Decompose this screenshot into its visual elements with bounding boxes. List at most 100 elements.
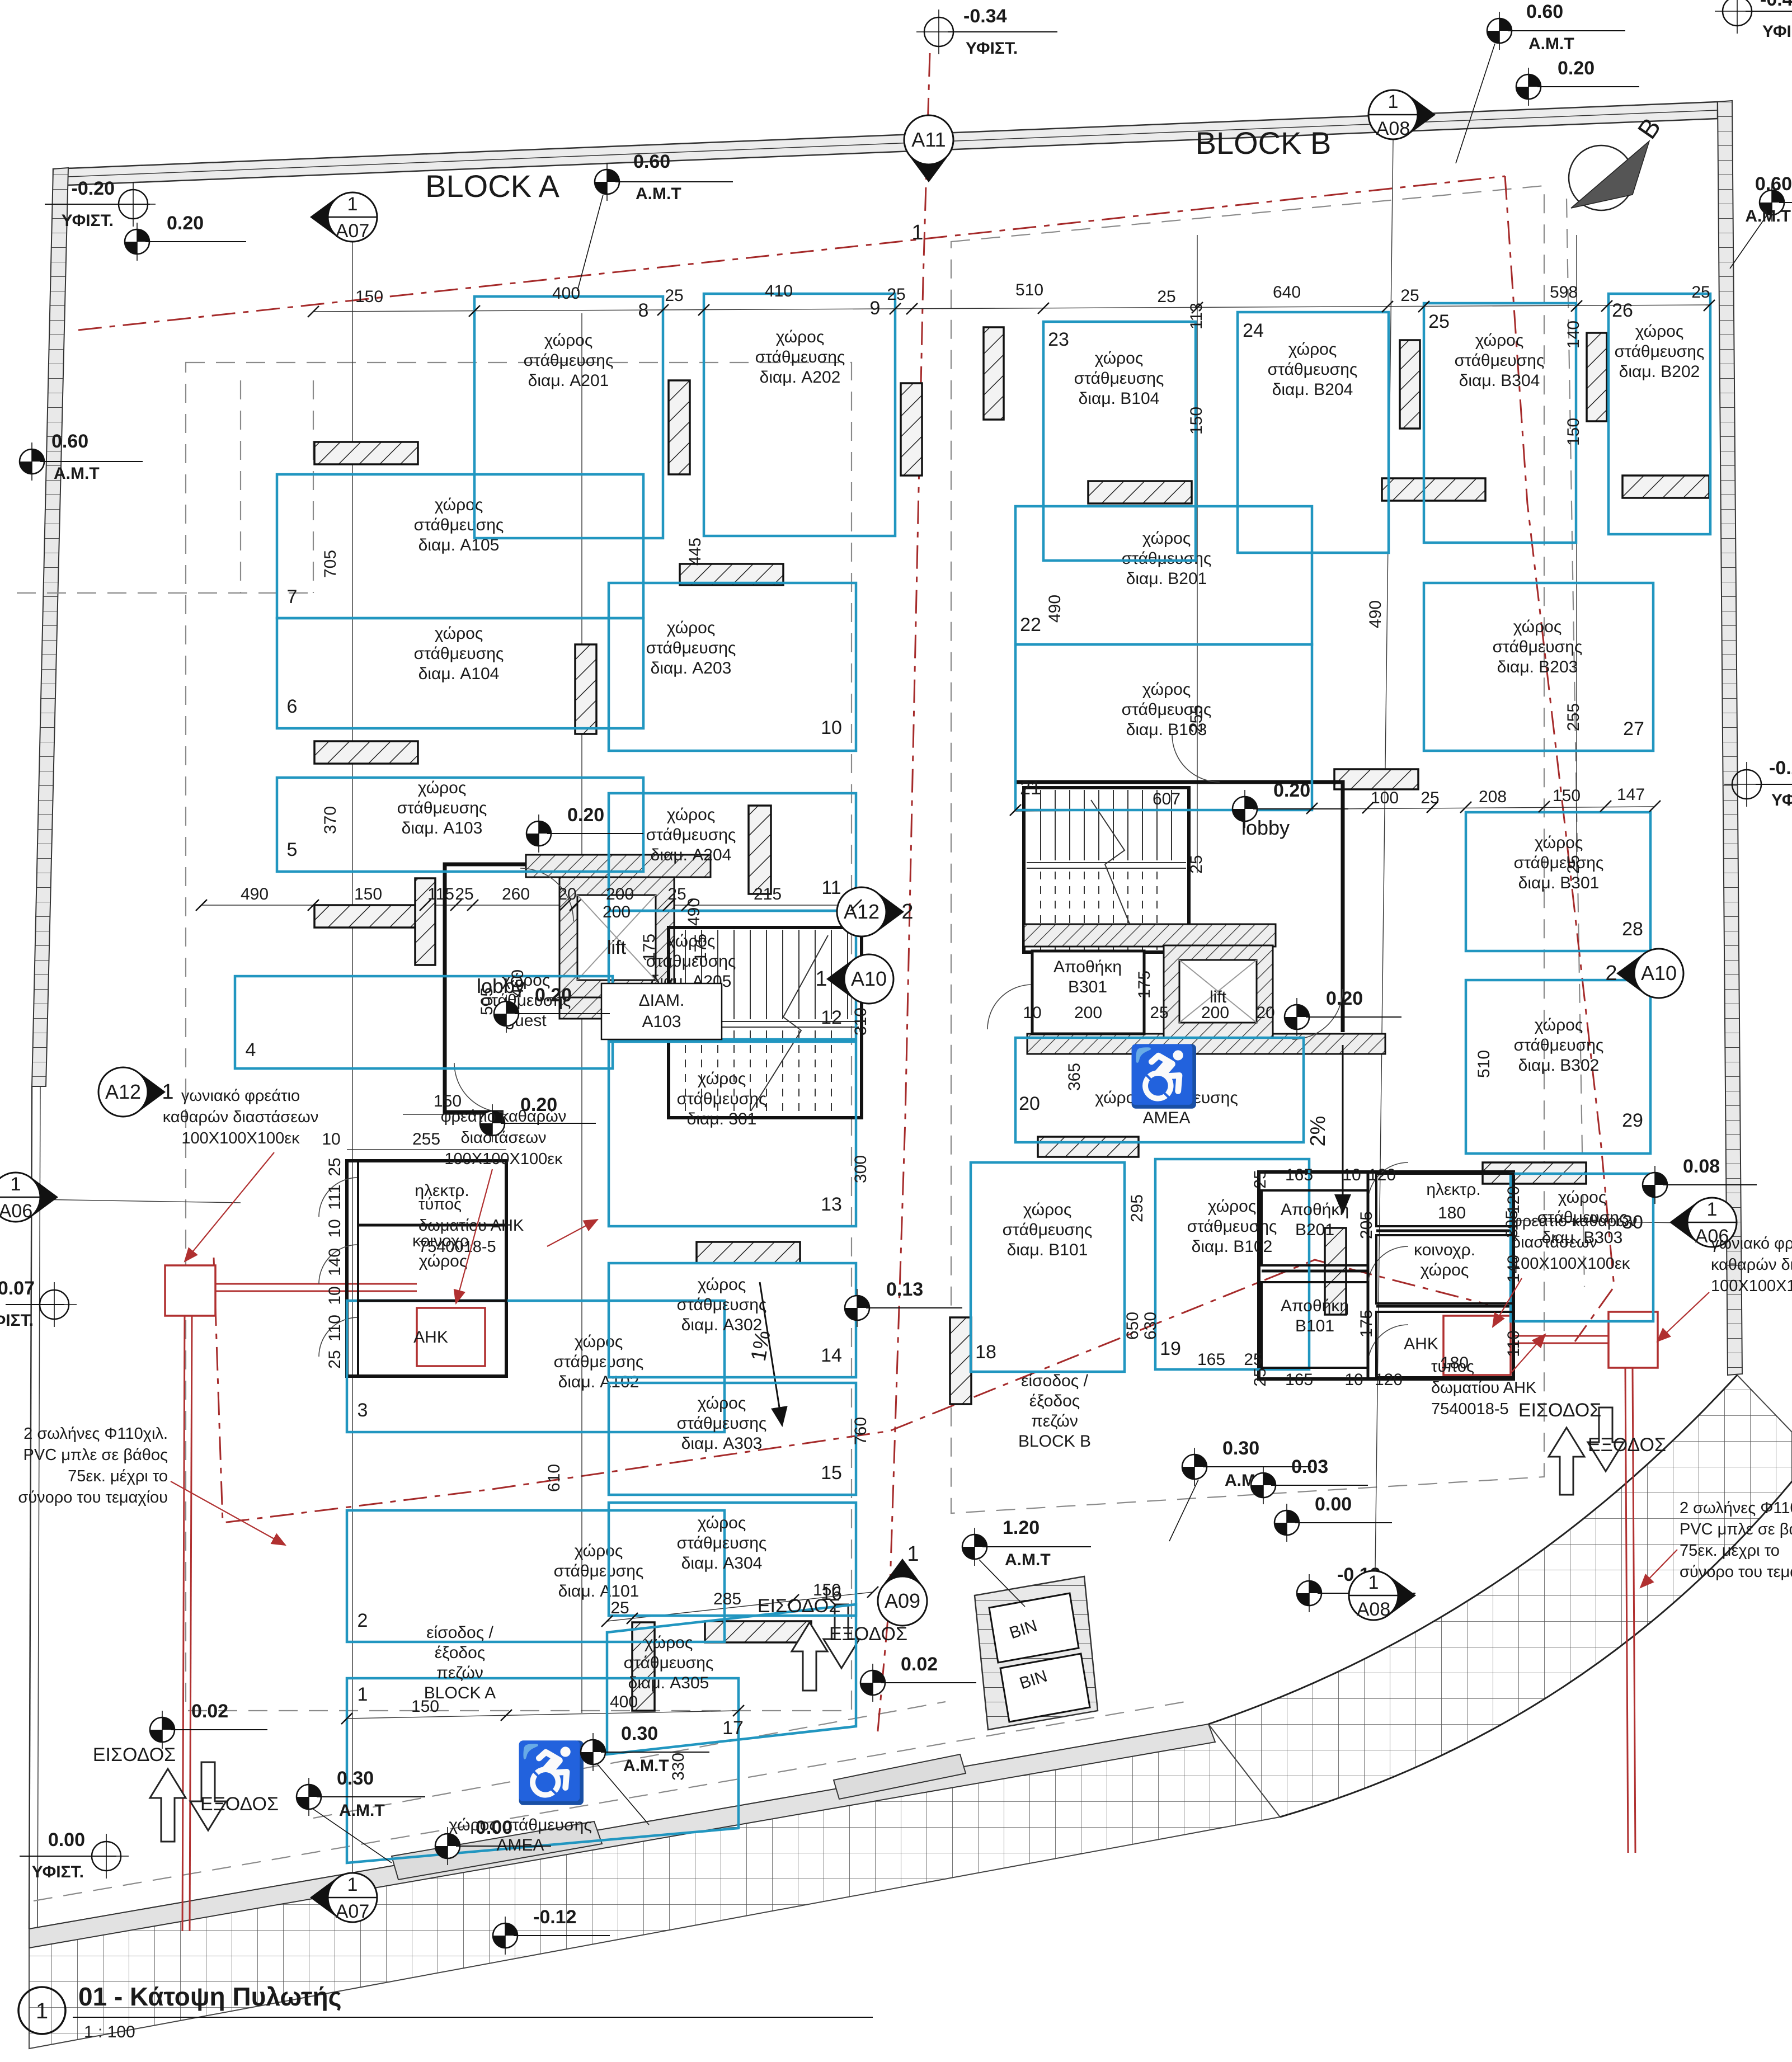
parking-space-number: 10: [821, 717, 842, 738]
parking-space-label: στάθμευσης: [646, 952, 736, 971]
parking-space-number: 29: [1622, 1110, 1643, 1131]
dim-tick: [1426, 801, 1438, 813]
parking-space-label: διαμ. A101: [558, 1582, 639, 1600]
annotation-pvc-left: 75εκ. μέχρι το: [68, 1467, 168, 1485]
dimension: 100: [1371, 789, 1399, 807]
dim-tick: [1418, 300, 1430, 313]
parking-space-label: διαμ. B302: [1518, 1056, 1600, 1075]
parking-space-number: 23: [1048, 329, 1069, 350]
dimension: 150: [354, 885, 382, 903]
pvc-pipes: [164, 1264, 1659, 1932]
section-marker-number: 2: [1605, 962, 1617, 985]
room-label: ΑΗΚ: [413, 1328, 448, 1347]
dimension: 120: [1504, 1186, 1523, 1214]
parking-space-number: 4: [246, 1039, 256, 1061]
parking-space-number: 9: [870, 298, 881, 319]
parking-space-label: στάθμευσης: [677, 1296, 767, 1314]
parking-space-label: χώρος: [1142, 680, 1191, 699]
level-marker: [1455, 12, 1625, 164]
parking-space-label: στάθμευσης: [414, 516, 504, 534]
parking-space-label: χώρος: [1558, 1188, 1607, 1207]
parking-space-label: στάθμευσης: [414, 644, 504, 663]
level-marker: [1729, 183, 1792, 269]
dimension: 25: [610, 1599, 629, 1617]
room-label: χώρος: [419, 1252, 468, 1270]
level-marker: [18, 442, 143, 481]
annotation-manhole-left: διαστάσεων: [460, 1129, 546, 1147]
lobby-a-label: lobby: [477, 974, 525, 997]
dimension: 200: [606, 885, 634, 903]
section-marker: [310, 191, 378, 243]
lift-a-label: lift: [607, 937, 627, 958]
entry-label-a: ΕΙΣΟΔΟΣ: [93, 1744, 176, 1766]
dimension: 110: [1504, 1330, 1523, 1357]
dimension: 705: [321, 550, 340, 578]
annotation-corner-manhole-right: 100Χ100Χ100εκ: [1711, 1277, 1792, 1295]
parking-space-label: στάθμευσης: [1187, 1217, 1277, 1236]
parking-space-label: διαμ. B203: [1497, 658, 1578, 676]
room: [1375, 1234, 1515, 1305]
bin-enclosure: [973, 1575, 1099, 1731]
level-value: 0.20: [535, 985, 572, 1006]
dimension: 410: [765, 282, 793, 300]
parking-space-number: 21: [1020, 778, 1041, 799]
section-marker: [836, 886, 904, 938]
parking-space-label: στάθμευσης: [1122, 549, 1212, 568]
dimension: 115: [427, 885, 454, 903]
room-label: B101: [1295, 1317, 1334, 1335]
ped-a-1: είσοδος /: [426, 1623, 493, 1642]
section-marker-number: 1: [911, 221, 923, 244]
parking-space-label: ΑΜΕΑ: [1142, 1109, 1190, 1127]
room: [1031, 950, 1145, 1035]
room-label: B301: [1068, 978, 1107, 996]
dim-tick: [1009, 804, 1022, 816]
level-value: 0.02: [191, 1701, 228, 1722]
dimension: 310: [852, 1008, 870, 1035]
parking-space-number: 8: [638, 300, 649, 321]
level-value: 0.20: [1558, 58, 1595, 79]
dimension: 25: [1400, 286, 1419, 305]
parking-space-label: στάθμευσης: [554, 1353, 644, 1371]
level-value: -0.21: [1769, 757, 1792, 779]
north-arrow: B: [1568, 113, 1667, 211]
parking-space: [607, 1501, 858, 1617]
level-datum: ΥΦΙΣΤ.: [62, 211, 114, 230]
annotation-manhole-right: 100Χ100Χ100εκ: [1512, 1255, 1630, 1273]
dim-tick: [732, 1705, 745, 1717]
room-label: Αποθήκη: [1281, 1297, 1349, 1315]
room-label: ηλεκτρ.: [415, 1181, 469, 1200]
parking-space-label: χώρος: [1142, 529, 1191, 548]
section-marker-number: 1: [347, 194, 358, 215]
dimension: 25: [1157, 288, 1175, 306]
parking-space-label: στάθμευσης: [1537, 1208, 1628, 1227]
parking-space-label: διαμ. B202: [1619, 363, 1700, 381]
parking-space-number: 5: [287, 839, 298, 860]
room-label: Αποθήκη: [1281, 1201, 1349, 1219]
lobby-b-label: lobby: [1241, 816, 1290, 839]
parking-space-number: 27: [1623, 718, 1644, 740]
parking-space-label: χώρος: [667, 806, 716, 824]
dimension: 205: [1357, 1211, 1376, 1239]
level-value: 0.30: [337, 1768, 374, 1789]
dim-tick: [889, 303, 901, 315]
annotation-corner-manhole-left: γωνιακό φρεάτιο: [181, 1087, 300, 1105]
parking-space-number: 24: [1243, 320, 1264, 341]
entry-arrow-a: [148, 1767, 187, 1843]
dimension: 150: [1553, 787, 1581, 805]
parking-space-label: διαμ. A302: [681, 1316, 763, 1334]
title-block: 1 01 - Κάτοψη Πυλωτής 1 : 100: [17, 1982, 873, 2041]
dim-tick: [559, 899, 571, 911]
dimension: 150: [1564, 418, 1583, 446]
dimension: 150: [411, 1697, 439, 1716]
parking-space-label: στάθμευσης: [677, 1534, 767, 1552]
dimension: 165: [1285, 1371, 1313, 1389]
parking-space-label: χώρος στάθμευσης: [1095, 1089, 1238, 1107]
level-datum: A.M.T: [1005, 1551, 1051, 1569]
level-marker: [1515, 68, 1639, 106]
block-a-title: BLOCK A: [425, 168, 559, 204]
level-value: 0.60: [1526, 1, 1563, 22]
dimension: 25: [1244, 1350, 1262, 1369]
exit-label-b: ΕΞΟΔΟΣ: [1588, 1434, 1666, 1456]
dim-tick: [195, 899, 208, 911]
level-marker: [1283, 998, 1401, 1036]
